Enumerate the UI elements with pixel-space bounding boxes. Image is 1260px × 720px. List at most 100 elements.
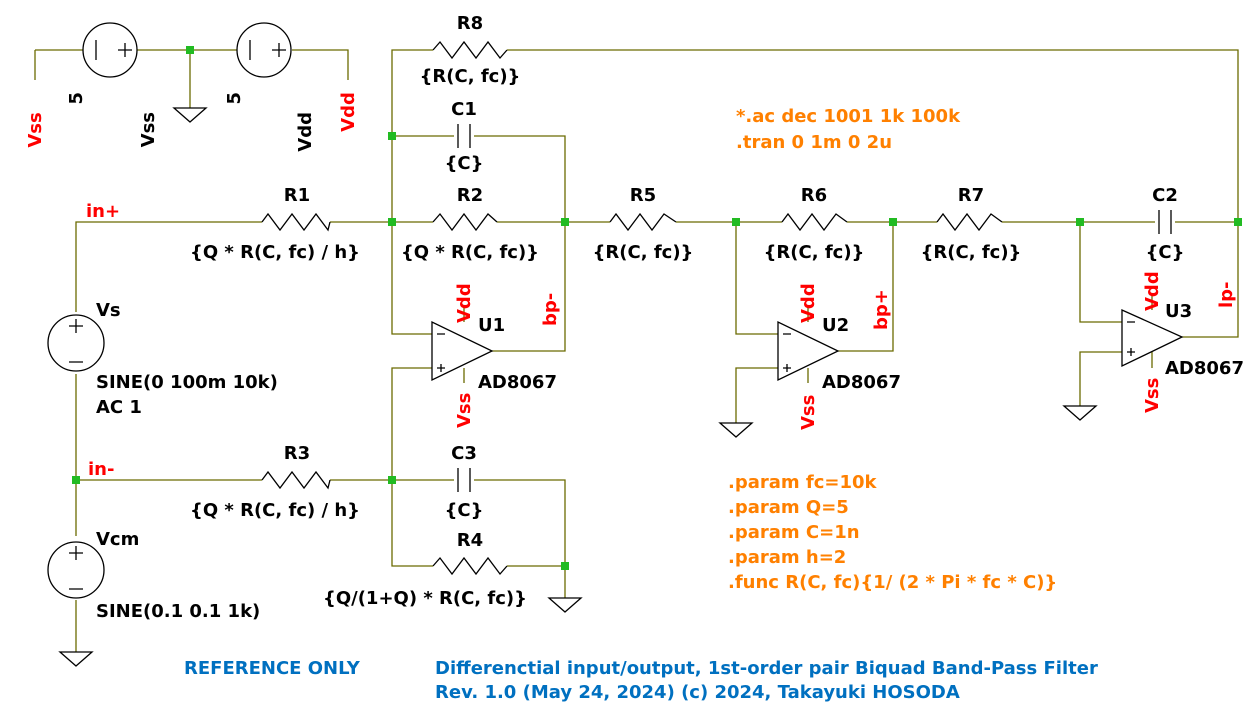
u1-vss-label: Vss — [454, 393, 475, 428]
ground-symbol — [172, 107, 208, 123]
vss-source-value: 5 — [66, 92, 87, 105]
junction-node — [388, 476, 396, 484]
ground-symbol — [547, 597, 583, 613]
vdd-source-name: Vdd — [295, 112, 316, 152]
u3-model: AD8067 — [1165, 358, 1244, 379]
c3-name: C3 — [451, 443, 477, 464]
junction-node — [388, 132, 396, 140]
c1-name: C1 — [451, 99, 477, 120]
r6-name: R6 — [801, 185, 827, 206]
u1-model: AD8067 — [478, 372, 557, 393]
vdd-net-label: Vdd — [338, 92, 359, 132]
c1-value: {C} — [445, 153, 484, 174]
vs-name: Vs — [96, 300, 121, 321]
r8-symbol — [432, 40, 508, 60]
vss-source-symbol — [82, 22, 138, 78]
r7-name: R7 — [958, 185, 984, 206]
r1-name: R1 — [284, 185, 310, 206]
r2-value: {Q * R(C, fc)} — [401, 242, 539, 263]
u1-vdd-label: Vdd — [454, 283, 475, 323]
vs-source-symbol — [47, 314, 105, 372]
net-lp-minus: lp- — [1216, 281, 1237, 308]
r7-symbol — [936, 212, 1003, 232]
r5-name: R5 — [630, 185, 656, 206]
junction-node — [732, 218, 740, 226]
spice-directives: *.ac dec 1001 1k 100k .tran 0 1m 0 2u .p… — [728, 106, 1057, 593]
c2-value: {C} — [1146, 242, 1185, 263]
r8-name: R8 — [457, 13, 483, 34]
vs-value-sine: SINE(0 100m 10k) — [96, 372, 278, 393]
r4-name: R4 — [457, 530, 483, 551]
r2-symbol — [432, 212, 498, 232]
u2-vss-label: Vss — [798, 395, 819, 430]
u2-model: AD8067 — [822, 372, 901, 393]
net-bp-plus: bp+ — [871, 289, 892, 330]
c1-symbol — [457, 124, 471, 148]
vcm-value-sine: SINE(0.1 0.1 1k) — [96, 601, 260, 622]
c2-symbol — [1158, 210, 1172, 234]
r8-value: {R(C, fc)} — [420, 66, 521, 87]
supply-section: 5 Vss 5 Vdd Vss Vdd — [25, 22, 359, 152]
net-labels: in+ in- bp- bp+ lp- Vdd Vss Vdd Vss Vdd … — [86, 201, 1237, 480]
directive-param-fc: .param fc=10k — [728, 472, 878, 493]
resistor-symbols — [261, 40, 1003, 576]
r3-symbol — [261, 470, 331, 490]
net-in-plus: in+ — [86, 201, 120, 222]
c3-symbol — [457, 468, 471, 492]
junction-node — [388, 218, 396, 226]
ground-symbol — [1062, 405, 1098, 421]
junction-node — [561, 562, 569, 570]
opamp-u2-symbol — [777, 320, 840, 382]
ground-symbols — [58, 405, 1098, 667]
r6-symbol — [781, 212, 848, 232]
c2-name: C2 — [1152, 185, 1178, 206]
u3-vdd-label: Vdd — [1142, 271, 1163, 311]
r6-value: {R(C, fc)} — [764, 242, 865, 263]
vdd-source-symbol — [236, 22, 292, 78]
u2-name: U2 — [822, 315, 849, 336]
junction-node — [1234, 218, 1242, 226]
component-labels: R8 {R(C, fc)} C1 {C} R1 {Q * R(C, fc) / … — [96, 13, 1244, 622]
directive-param-q: .param Q=5 — [728, 497, 849, 518]
u2-vdd-label: Vdd — [798, 283, 819, 323]
vs-value-ac: AC 1 — [96, 397, 142, 418]
r1-symbol — [261, 212, 331, 232]
r5-symbol — [609, 212, 677, 232]
r3-name: R3 — [284, 443, 310, 464]
opamp-u1-symbol — [431, 320, 494, 382]
junction-node — [1076, 218, 1084, 226]
ground-symbol — [58, 651, 94, 667]
vss-net-label: Vss — [25, 112, 46, 147]
r7-value: {R(C, fc)} — [921, 242, 1022, 263]
r5-value: {R(C, fc)} — [593, 242, 694, 263]
u3-vss-label: Vss — [1142, 378, 1163, 413]
reference-only-label: REFERENCE ONLY — [184, 658, 361, 679]
r1-value: {Q * R(C, fc) / h} — [190, 242, 360, 263]
r4-value: {Q/(1+Q) * R(C, fc)} — [323, 588, 527, 609]
junction-nodes — [72, 132, 1242, 570]
revision-copyright: Rev. 1.0 (May 24, 2024) (c) 2024, Takayu… — [435, 682, 960, 703]
opamp-u3-symbol — [1121, 308, 1184, 368]
r4-symbol — [432, 556, 508, 576]
ground-symbol — [718, 422, 754, 438]
directive-ac: *.ac dec 1001 1k 100k — [736, 106, 961, 127]
net-bp-minus: bp- — [540, 293, 561, 326]
directive-param-h: .param h=2 — [728, 547, 846, 568]
directive-tran: .tran 0 1m 0 2u — [736, 132, 892, 153]
capacitor-symbols — [457, 124, 1172, 492]
footer: REFERENCE ONLY Differenctial input/outpu… — [184, 658, 1098, 703]
directive-func-r: .func R(C, fc){1/ (2 * Pi * fc * C)} — [728, 572, 1057, 593]
junction-node — [561, 218, 569, 226]
vss-source-name: Vss — [138, 112, 159, 147]
vcm-source-symbol — [47, 541, 105, 599]
schematic-title: Differenctial input/output, 1st-order pa… — [435, 658, 1098, 679]
wires — [75, 49, 1239, 652]
u3-name: U3 — [1165, 301, 1192, 322]
r3-value: {Q * R(C, fc) / h} — [190, 500, 360, 521]
vcm-name: Vcm — [96, 529, 139, 550]
junction-node — [889, 218, 897, 226]
r2-name: R2 — [457, 185, 483, 206]
vdd-source-value: 5 — [224, 92, 245, 105]
